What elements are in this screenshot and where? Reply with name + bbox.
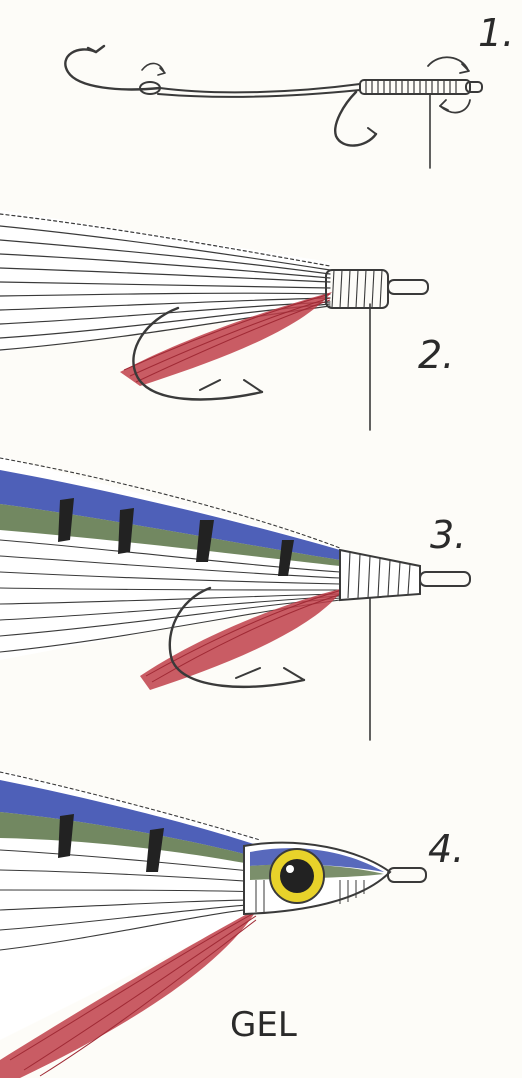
hook-eye — [420, 572, 470, 586]
eye-icon — [270, 849, 324, 903]
step-number: 2. — [418, 333, 454, 377]
thread-wraps — [360, 80, 470, 94]
gel-label: GEL — [230, 1005, 297, 1045]
step-2: 2. — [0, 210, 454, 430]
tandem-hook-rig — [65, 46, 482, 168]
step-number: 4. — [428, 827, 464, 871]
step-4: 4. GEL — [0, 770, 464, 1078]
step-number: 3. — [430, 513, 466, 557]
front-hook-icon — [335, 92, 376, 146]
hook-eye — [388, 280, 428, 294]
step-3: 3. — [0, 456, 470, 740]
wing-fibers — [0, 210, 330, 352]
connecting-line — [160, 84, 360, 92]
hook-eye — [388, 868, 426, 882]
step-number: 1. — [478, 11, 514, 55]
step-1: 1. — [65, 11, 514, 168]
